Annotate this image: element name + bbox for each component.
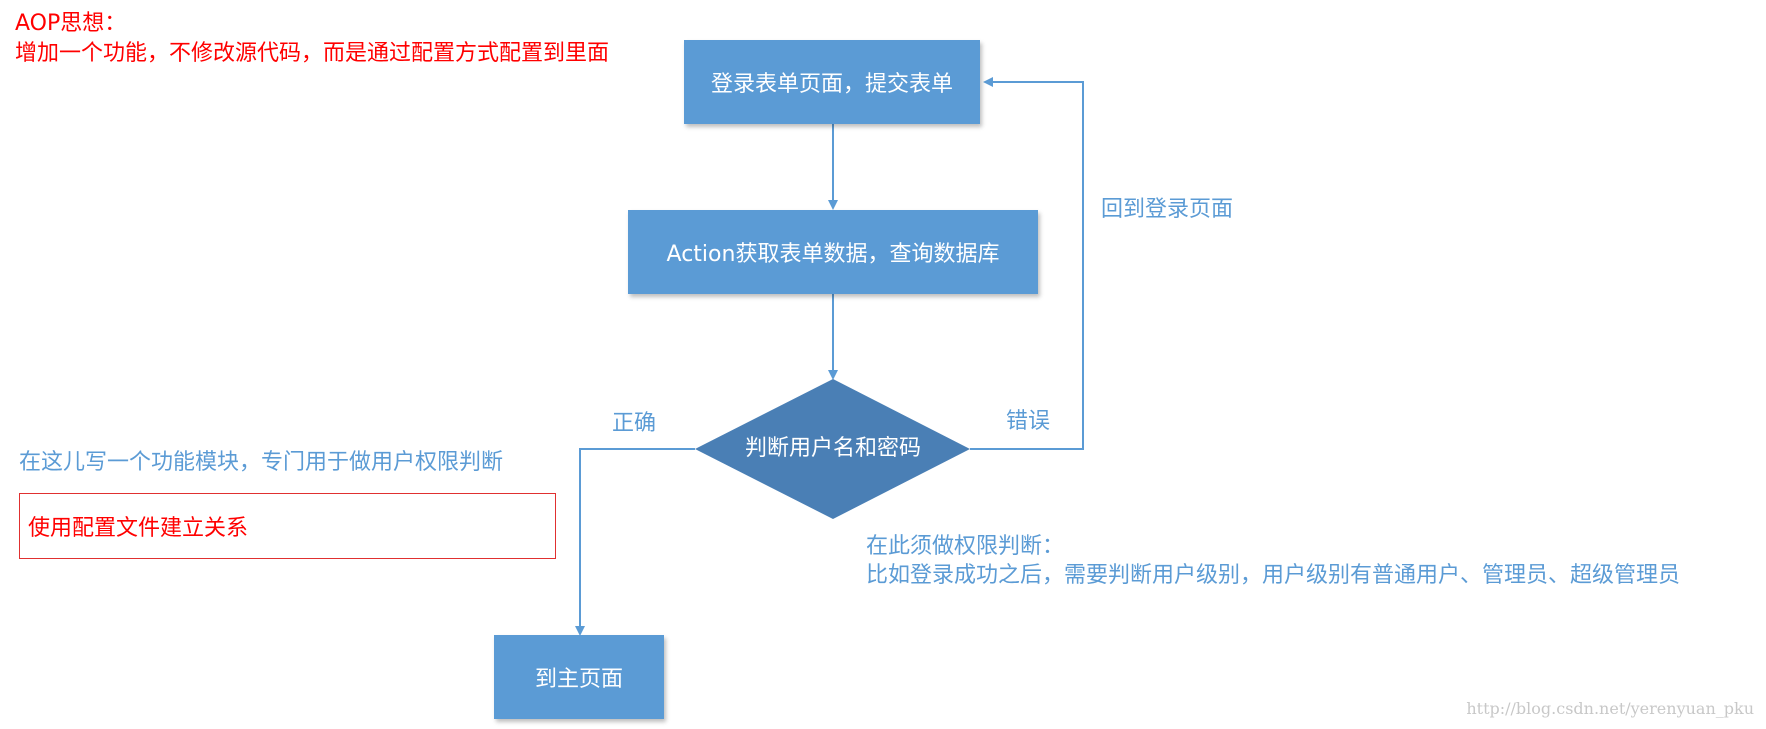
watermark: http://blog.csdn.net/yerenyuan_pku <box>1466 699 1754 718</box>
arrow-decision-to-login <box>970 77 1084 450</box>
edge-label-back-to-login: 回到登录页面 <box>1101 197 1234 222</box>
edge-label-correct: 正确 <box>612 411 657 436</box>
note-module: 在这儿写一个功能模块，专门用于做用户权限判断 <box>19 450 504 475</box>
note-permission-title: 在此须做权限判断： <box>866 534 1065 559</box>
heading-title: AOP思想： <box>15 11 127 36</box>
note-config-text: 使用配置文件建立关系 <box>28 516 249 541</box>
note-permission-detail: 比如登录成功之后，需要判断用户级别，用户级别有普通用户、管理员、超级管理员 <box>866 563 1681 588</box>
node-action-query: Action获取表单数据，查询数据库 <box>628 210 1038 294</box>
node-login-form: 登录表单页面，提交表单 <box>684 40 980 124</box>
note-config-box: 使用配置文件建立关系 <box>19 493 556 559</box>
heading-subtitle: 增加一个功能，不修改源代码，而是通过配置方式配置到里面 <box>15 41 610 66</box>
node-decision-label: 判断用户名和密码 <box>744 436 921 461</box>
decision-diamond <box>695 379 970 519</box>
arrow-decision-to-main <box>575 448 695 636</box>
node-main-page: 到主页面 <box>494 635 664 719</box>
edge-label-error: 错误 <box>1006 409 1051 434</box>
